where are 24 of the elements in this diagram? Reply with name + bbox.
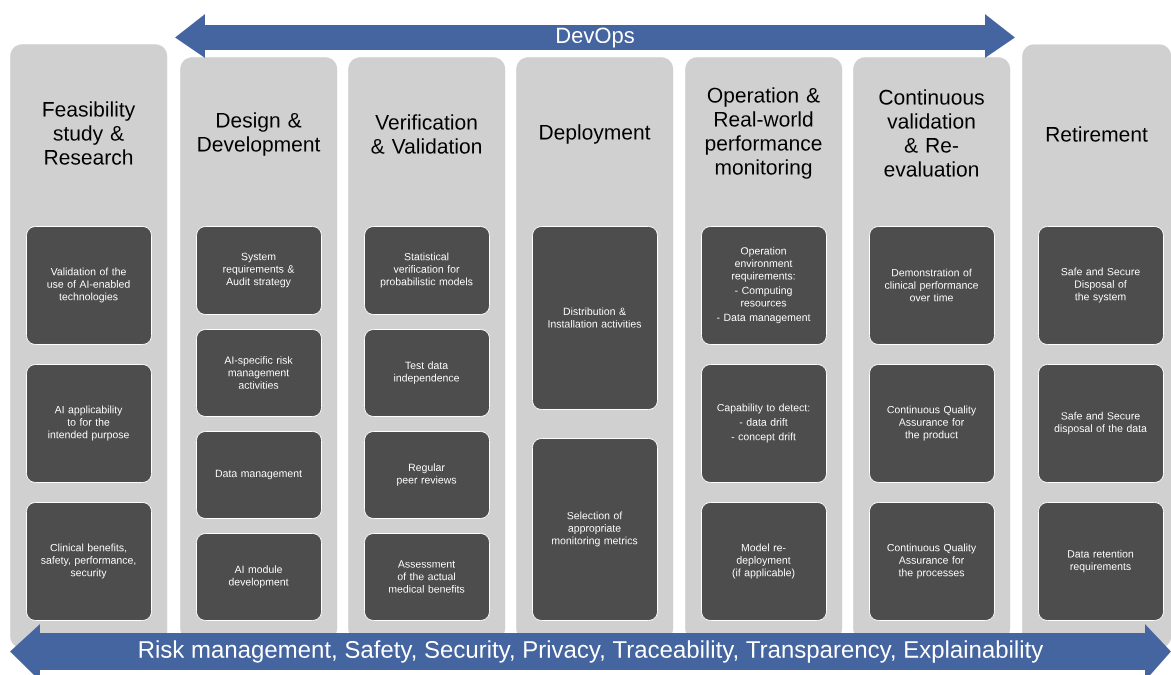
activity-box: AI module development (196, 533, 322, 621)
activity-box: Demonstration of clinical performance over time (869, 226, 995, 345)
activity-box: Data retention requirements (1038, 502, 1164, 621)
activity-box: Selection of appropriate monitoring metrics (532, 438, 658, 621)
activity-box: Statistical verification for probabilistic models (364, 226, 490, 315)
activity-box: Regular peer reviews (364, 431, 490, 519)
activity-box: AI-specific risk management activities (196, 329, 322, 417)
activity-box: Validation of the use of AI-enabled technologies (26, 226, 152, 345)
activity-box: Safe and Secure Disposal of the system (1038, 226, 1164, 345)
activity-box: Assessment of the actual medical benefits (364, 533, 490, 621)
activity-box: Model re-deployment (if applicable) (701, 502, 827, 621)
activity-box: Test data independence (364, 329, 490, 417)
activity-box: Clinical benefits, safety, performance, security (26, 502, 152, 621)
activity-box: Operation environment requirements: - Computing resources - Data management (701, 226, 827, 345)
activity-box: Continuous Quality Assurance for the product (869, 364, 995, 483)
activity-box: Distribution & Installation activities (532, 226, 658, 410)
activity-box: Continuous Quality Assurance for the processes (869, 502, 995, 621)
double-arrow-band: Risk management, Safety, Security, Privacy, Traceability, Transparency, Explainability (10, 624, 1171, 675)
activity-box: Capability to detect: - data drift - concept drift (701, 364, 827, 483)
activity-box: AI applicability to for the intended purpose (26, 364, 152, 483)
activity-box: System requirements & Audit strategy (196, 226, 322, 315)
activity-box: Data management (196, 431, 322, 519)
activity-box: Safe and Secure disposal of the data (1038, 364, 1164, 483)
double-arrow-band: DevOps (175, 14, 1015, 58)
